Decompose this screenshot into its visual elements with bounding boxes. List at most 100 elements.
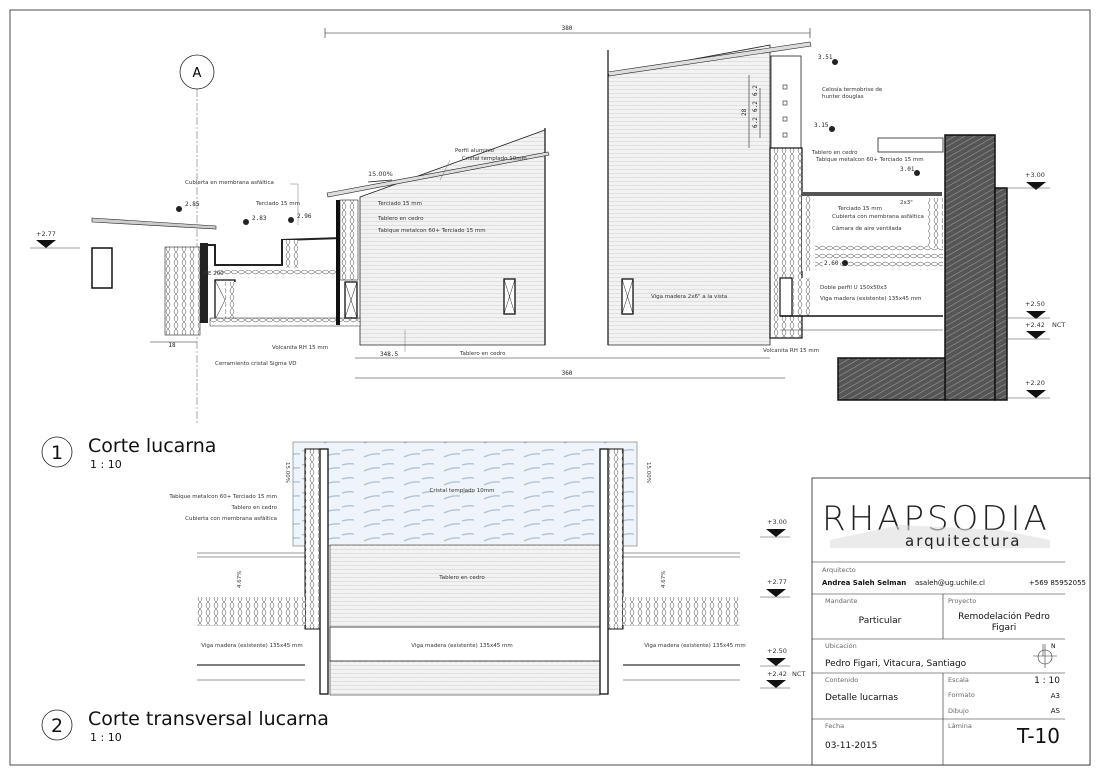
dimension-380: 380 — [562, 25, 573, 32]
arquitecto-label: Arquitecto — [822, 566, 856, 574]
label-terciado-left: Terciado 15 mm — [255, 201, 300, 207]
level2-nct: NCT — [792, 670, 805, 678]
contenido-label: Contenido — [825, 676, 858, 684]
label-celosia-1: Celosía termobrise de — [822, 86, 883, 93]
elevation-2-60: 2.60 — [824, 260, 839, 267]
fecha-value: 03-11-2015 — [825, 741, 877, 751]
dibujo-label: Dibujo — [948, 707, 969, 715]
level2-3-00: +3.00 — [767, 518, 787, 526]
title-block: RHAPSODIA arquitectura Arquitecto Andrea… — [811, 477, 1091, 766]
section-2-title: Corte transversal lucarna — [88, 708, 329, 730]
formato-label: Formato — [948, 691, 975, 699]
proyecto-label: Proyecto — [948, 597, 976, 605]
formato-value: A3 — [1051, 692, 1060, 700]
sheet-border — [9, 9, 1091, 766]
label-terciado-right-2: Terciado 15 mm — [837, 206, 882, 212]
elevation-3-15: 3.15 — [814, 122, 829, 129]
label-ipe: IPE 200 — [203, 271, 224, 277]
label-tablero-bottom: Tablero en cedro — [459, 351, 506, 357]
slope-right: 15.00% — [645, 462, 651, 483]
concrete-wall — [944, 134, 996, 401]
dibujo-value: AS — [1051, 707, 1061, 715]
label-volcanita-left: Volcanita RH 15 mm — [272, 345, 328, 351]
level2-2-50: +2.50 — [767, 647, 787, 655]
label-cubierta-right: Cubierta con membrana asfáltica — [832, 213, 924, 220]
label-cerramiento: Cerramiento cristal Sigma VD — [215, 361, 297, 367]
label-volcanita-right: Volcanita RH 15 mm — [763, 348, 819, 354]
elevation-3-01: 3.01 — [900, 166, 915, 173]
north-arrow-icon: N — [1033, 643, 1057, 668]
fecha-label: Fecha — [825, 722, 844, 730]
elevation-2-85: 2.85 — [185, 201, 200, 208]
ubicacion-label: Ubicación — [825, 642, 857, 650]
dimension-360: 360 — [562, 370, 573, 377]
label-viga-center: Viga madera (existente) 135x45 mm — [411, 643, 513, 649]
dimension-6-2-a: 6.2 — [752, 85, 759, 96]
dimension-6-2-c: 6.2 — [752, 117, 759, 128]
label-viga-vista: Viga madera 2x6" a la vista — [651, 294, 727, 300]
level-3-00: +3.00 — [1025, 171, 1045, 179]
section-2-scale: 1 : 10 — [90, 731, 122, 744]
slope-label: 15.00% — [368, 170, 393, 178]
section-marker-label: A — [193, 66, 202, 81]
dimension-6-2-b: 6.2 — [752, 101, 759, 112]
label-camara: Cámara de aire ventilada — [832, 225, 902, 232]
arquitecto-name: Andrea Saleh Selman — [822, 579, 906, 587]
slope2-right: 4.67% — [661, 571, 667, 588]
level-marker-icon — [36, 240, 56, 248]
contenido-value: Detalle lucarnas — [825, 693, 898, 703]
label-celosia-2: hunter douglas — [822, 94, 864, 100]
north-label: N — [1051, 643, 1056, 650]
arquitecto-email: asaleh@ug.uchile.cl — [915, 579, 985, 587]
ubicacion-value: Pedro Figari, Vitacura, Santiago — [825, 659, 967, 669]
label-viga-left: Viga madera (existente) 135x45 mm — [201, 643, 303, 649]
level-2-42: +2.42 — [1025, 321, 1045, 329]
lamina-label: Lámina — [948, 722, 972, 730]
label-tabique-right: Tabique metalcon 60+ Terciado 15 mm — [815, 157, 924, 163]
mandante-value: Particular — [859, 616, 902, 626]
proyecto-value-line1: Remodelación Pedro — [958, 611, 1050, 622]
level2-2-42: +2.42 — [767, 670, 787, 678]
section-1-title: Corte lucarna — [88, 435, 216, 457]
section-2-drawing: Cristal templado 10mm Tablero en cedro T… — [168, 441, 805, 696]
escala-label: Escala — [948, 676, 969, 684]
section-1-number-circle — [41, 436, 73, 468]
label-tabique-2: Tabique metalcon 60+ Terciado 15 mm — [168, 494, 277, 500]
label-tablero-center: Tablero en cedro — [438, 575, 485, 581]
level-left: +2.77 — [36, 230, 56, 238]
slope2-left: 4.67% — [237, 571, 243, 588]
label-cubierta: Cubierta en membrana asfáltica — [185, 179, 274, 186]
logo-arquitectura: arquitectura — [905, 532, 1021, 550]
levels-right: +3.00 +2.50 +2.42 NCT +2.20 — [990, 171, 1065, 399]
dimension-18: 18 — [168, 342, 176, 349]
escala-value: 1 : 10 — [1034, 676, 1060, 686]
mandante-label: Mandante — [825, 597, 858, 605]
label-doble-perfil: Doble perfil U 150x50x3 — [820, 285, 887, 291]
slope-left: 15.00% — [284, 462, 290, 483]
label-tabique: Tabique metalcon 60+ Terciado 15 mm — [377, 228, 486, 234]
elevation-2-96: 2.96 — [297, 213, 312, 220]
level-nct: NCT — [1052, 321, 1065, 329]
lamina-value: T-10 — [1016, 724, 1060, 748]
label-tablero-2: Tablero en cedro — [231, 505, 278, 511]
proyecto-value-line2: Figari — [992, 623, 1016, 633]
section-1-number: 1 — [51, 442, 63, 464]
level2-2-77: +2.77 — [767, 578, 787, 586]
label-cristal: Cristal templado 10mm — [462, 156, 527, 162]
section-1-drawing: 380 A +2.77 18 348.5 360 — [30, 25, 1065, 425]
section-2-number-circle — [41, 709, 73, 741]
label-tablero: Tablero en cedro — [377, 216, 424, 222]
arquitecto-phone: +569 85952055 — [1029, 579, 1086, 587]
section-2-number: 2 — [51, 715, 63, 737]
label-tablero-right: Tablero en cedro — [811, 150, 858, 156]
concrete-slab — [837, 357, 946, 401]
elevation-3-51: 3.51 — [818, 54, 833, 61]
level-2-50: +2.50 — [1025, 300, 1045, 308]
levels-section-2: +3.00 +2.77 +2.50 +2.42 NCT — [760, 518, 805, 689]
label-cubierta-2: Cubierta con membrana asfáltica — [185, 515, 277, 522]
label-perfil-aluminio: Perfil aluminio — [455, 148, 495, 154]
dimension-348-5: 348.5 — [380, 351, 398, 358]
elevation-2-83: 2.83 — [252, 215, 267, 222]
label-terciado-right: Terciado 15 mm — [377, 201, 422, 207]
